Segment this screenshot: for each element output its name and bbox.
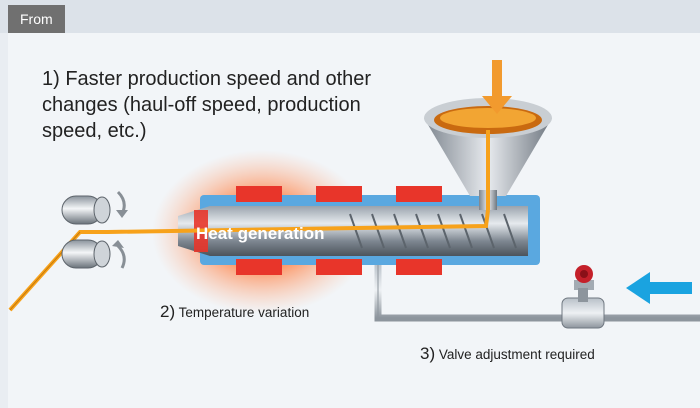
screw bbox=[349, 213, 517, 249]
hopper bbox=[424, 98, 552, 210]
label-production-speed: 1) Faster production speed and other cha… bbox=[42, 68, 372, 142]
label-valve-adjustment: 3) Valve adjustment required bbox=[420, 344, 595, 364]
valve bbox=[561, 265, 605, 329]
heater-bands bbox=[236, 186, 442, 275]
down-arrow-icon bbox=[482, 60, 512, 114]
label-2-number: 2) bbox=[160, 302, 176, 321]
label-2-text: Temperature variation bbox=[178, 305, 310, 320]
haul-off-rollers bbox=[61, 195, 111, 269]
left-arrow-icon bbox=[626, 272, 692, 304]
top-bar: From bbox=[0, 0, 700, 33]
label-3-number: 3) bbox=[420, 344, 436, 363]
label-3-text: Valve adjustment required bbox=[438, 347, 595, 362]
from-tab: From bbox=[8, 5, 65, 33]
heat-generation-label: Heat generation bbox=[196, 224, 324, 243]
label-temperature-variation: 2) Temperature variation bbox=[160, 302, 309, 322]
